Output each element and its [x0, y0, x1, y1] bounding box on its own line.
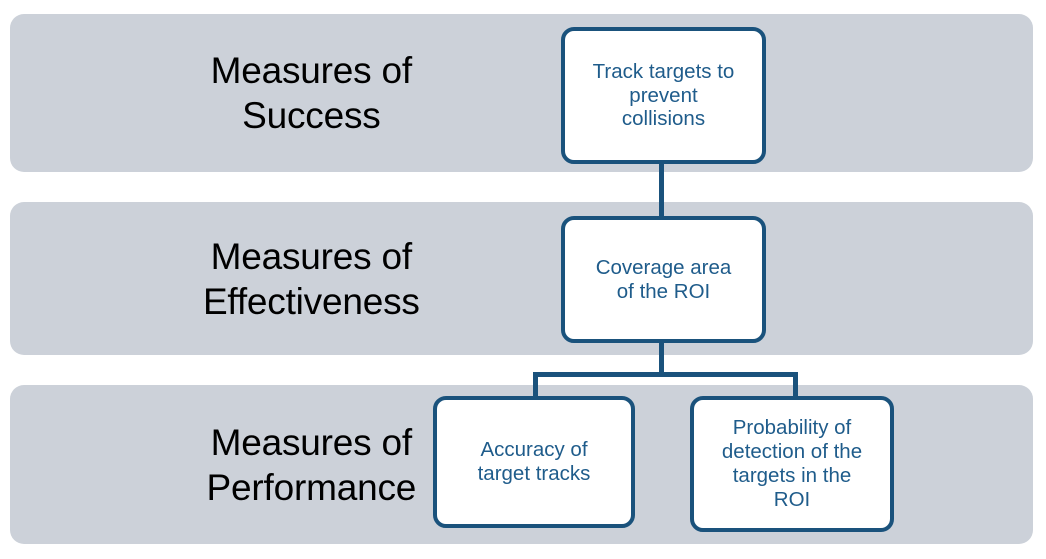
- node-label-probability-of-detection: Probability of detection of the targets …: [721, 416, 863, 511]
- connector-coverage-crossbar: [533, 372, 798, 377]
- band-measures-of-effectiveness: Measures of Effectiveness: [10, 202, 1033, 355]
- band-measures-of-success: Measures of Success: [10, 14, 1033, 172]
- connector-track-to-coverage: [659, 160, 664, 220]
- connector-drop-probability: [793, 372, 798, 400]
- band-label-effectiveness: Measures of Effectiveness: [202, 235, 420, 322]
- node-label-accuracy-target-tracks: Accuracy of target tracks: [477, 438, 591, 485]
- band-label-performance: Measures of Performance: [206, 421, 417, 508]
- node-coverage-area[interactable]: Coverage area of the ROI: [561, 216, 766, 343]
- node-probability-of-detection[interactable]: Probability of detection of the targets …: [690, 396, 894, 532]
- node-accuracy-target-tracks[interactable]: Accuracy of target tracks: [433, 396, 635, 528]
- connector-coverage-stem: [659, 342, 664, 376]
- connector-drop-accuracy: [533, 372, 538, 400]
- band-label-success: Measures of Success: [210, 49, 413, 136]
- node-label-track-targets: Track targets to prevent collisions: [592, 59, 735, 131]
- node-track-targets[interactable]: Track targets to prevent collisions: [561, 27, 766, 164]
- node-label-coverage-area: Coverage area of the ROI: [595, 255, 732, 303]
